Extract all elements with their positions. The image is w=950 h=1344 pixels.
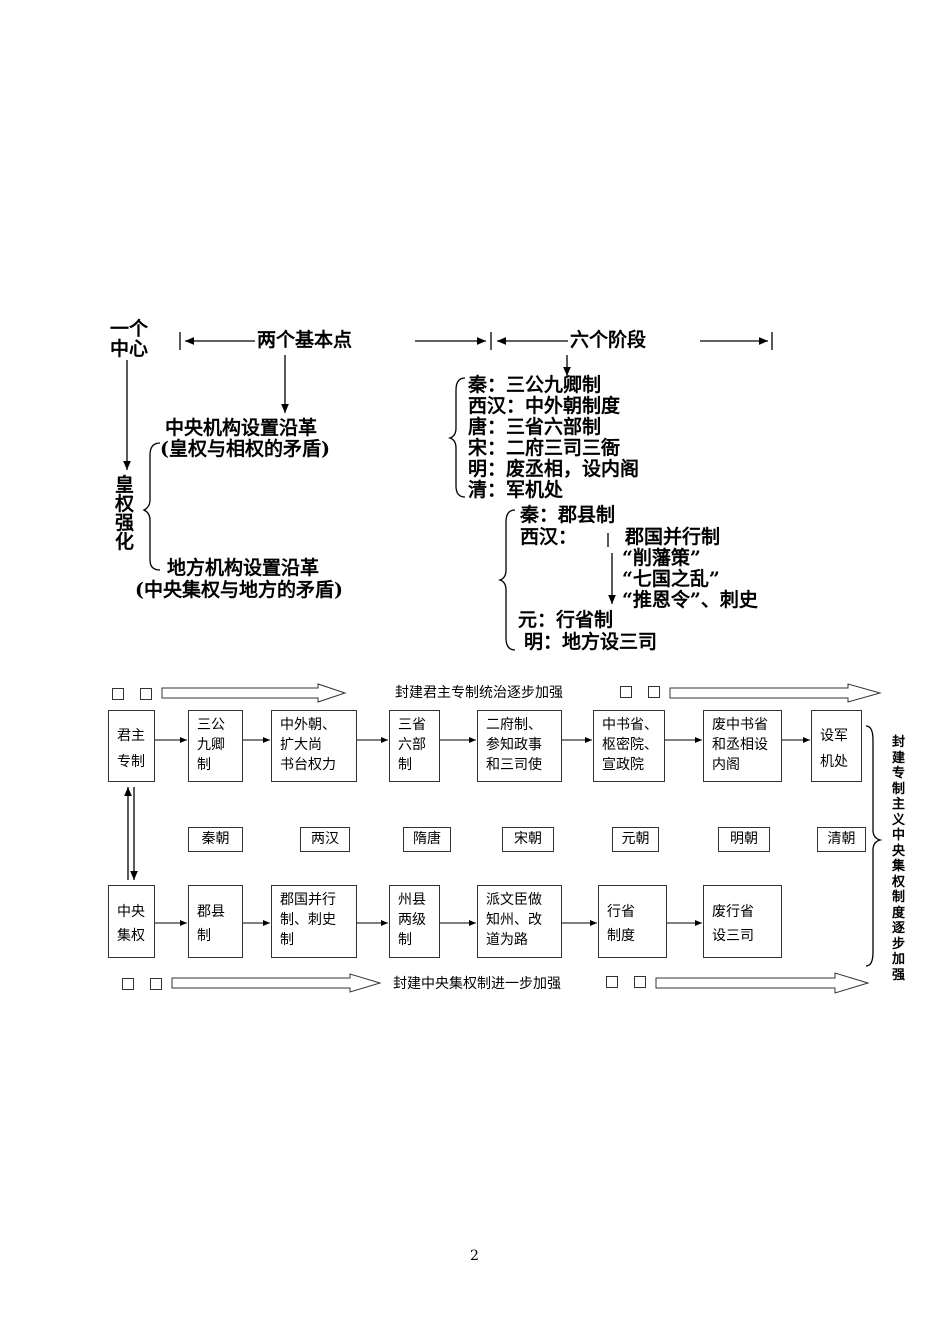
brace-local: [497, 509, 516, 651]
bottom-row-box: 中央 集权: [108, 885, 155, 958]
top-row-box: 三公 九卿 制: [188, 710, 243, 782]
one-center-line1: 一个: [110, 318, 149, 340]
dynasty-label: 清朝: [817, 827, 866, 852]
central-stage-item: 清：军机处: [468, 479, 564, 501]
top-row-box: 三省 六部 制: [389, 710, 440, 782]
two-points-label: 两个基本点: [257, 329, 353, 351]
dynasty-label: 宋朝: [502, 827, 554, 852]
side-label: 封建专制主义中央集权制度逐步加强: [892, 735, 906, 983]
dynasty-label: 秦朝: [188, 827, 243, 852]
one-center-line2: 中心: [110, 338, 149, 360]
brace-central: [447, 377, 466, 498]
page-number: 2: [470, 1248, 479, 1264]
dynasty-label: 明朝: [718, 827, 770, 852]
central-stage-item: 秦：三公九卿制: [468, 374, 602, 396]
bottom-row-box: 行省 制度: [598, 885, 667, 958]
bottom-row-box: 郡县 制: [188, 885, 243, 958]
placeholder-square: [112, 688, 124, 700]
six-stages-label: 六个阶段: [570, 329, 647, 351]
top-banner-text: 封建君主专制统治逐步加强: [395, 685, 563, 701]
bottom-row-box: 州县 两级 制: [389, 885, 440, 958]
top-row-box: 中书省、 枢密院、 宣政院: [593, 710, 665, 782]
central-stage-item: 唐：三省六部制: [468, 416, 602, 438]
bottom-banner-text: 封建中央集权制进一步加强: [393, 976, 561, 992]
placeholder-square: [606, 976, 618, 988]
banner-arrow-bottom-2: [655, 972, 870, 994]
dynasty-label: 元朝: [612, 827, 659, 852]
brace-main: [142, 442, 161, 571]
placeholder-square: [122, 978, 134, 990]
dynasty-label: 两汉: [300, 827, 350, 852]
xihan-step-item: “七国之乱”: [622, 568, 720, 590]
bottom-row-box: 郡国并行 制、刺史 制: [271, 885, 357, 958]
local-title: 地方机构设置沿革: [167, 557, 320, 579]
top-row-box: 设军 机处: [811, 710, 862, 782]
banner-arrow-bottom-1: [171, 973, 382, 993]
placeholder-square: [140, 688, 152, 700]
xihan-step-item: 郡国并行制: [625, 526, 721, 548]
result-label: 皇权强化: [115, 474, 135, 553]
brace-side: [865, 725, 883, 967]
central-subtitle: (皇权与相权的矛盾): [160, 438, 330, 460]
banner-arrow-top-2: [669, 683, 882, 703]
top-row-box: 君主 专制: [108, 710, 155, 782]
bottom-row-box: 派文臣做 知州、改 道为路: [477, 885, 562, 958]
top-row-box: 中外朝、 扩大尚 书台权力: [271, 710, 357, 782]
placeholder-square: [648, 686, 660, 698]
central-stage-item: 宋：二府三司三衙: [468, 437, 621, 459]
local-item-qin: 秦：郡县制: [520, 504, 616, 526]
top-row-box: 二府制、 参知政事 和三司使: [477, 710, 562, 782]
top-row-box: 废中书省 和丞相设 内阁: [703, 710, 782, 782]
central-title: 中央机构设置沿革: [165, 417, 318, 439]
local-item-ming: 明：地方设三司: [524, 631, 658, 653]
placeholder-square: [150, 978, 162, 990]
xihan-step-item: “推恩令”、刺史: [622, 589, 758, 611]
central-stage-item: 西汉：中外朝制度: [468, 395, 621, 417]
placeholder-square: [620, 686, 632, 698]
local-item-xihan: 西汉：: [520, 526, 578, 548]
bottom-row-box: 废行省 设三司: [703, 885, 782, 958]
local-item-yuan: 元：行省制: [518, 609, 614, 631]
dynasty-label: 隋唐: [403, 827, 451, 852]
banner-arrow-top-1: [161, 683, 347, 703]
placeholder-square: [634, 976, 646, 988]
local-subtitle: (中央集权与地方的矛盾): [135, 579, 343, 601]
xihan-step-item: “削藩策”: [622, 547, 701, 569]
central-stage-item: 明：废丞相，设内阁: [468, 458, 640, 480]
